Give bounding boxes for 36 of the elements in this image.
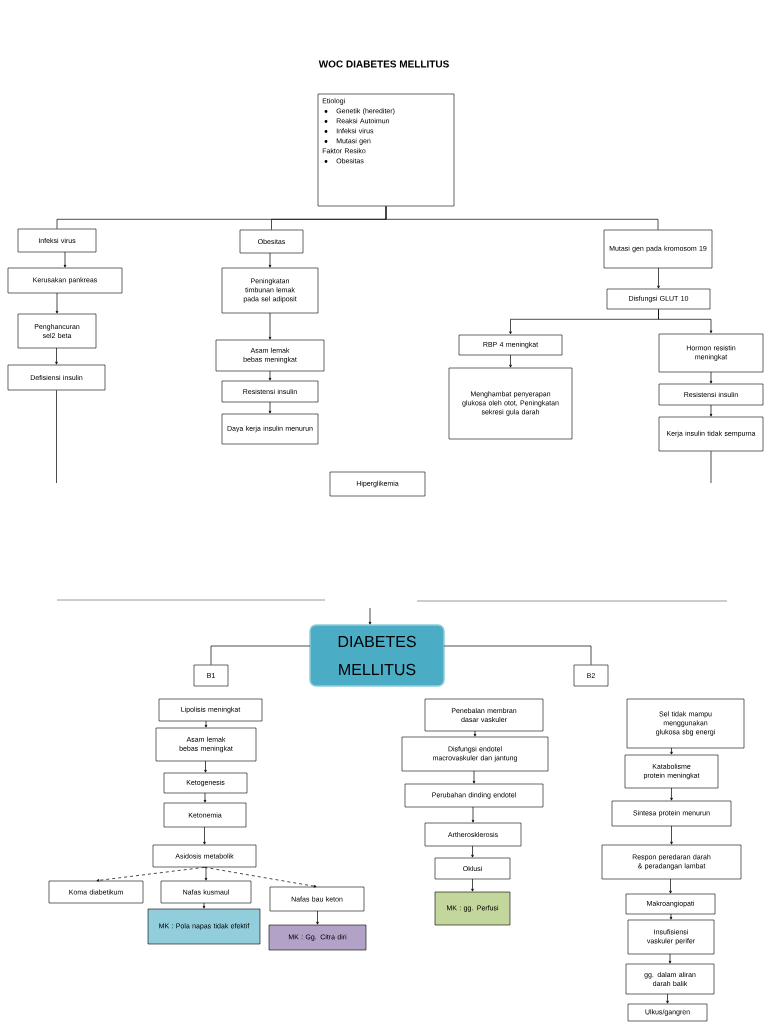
arrow — [204, 760, 207, 773]
title-box: DIABETES MELLITUS — [309, 624, 445, 687]
arrow — [63, 251, 67, 268]
arrow — [268, 401, 272, 414]
arrow — [268, 252, 272, 268]
arrow — [204, 720, 208, 728]
arrow — [471, 845, 474, 858]
arrow — [204, 866, 317, 888]
arrow — [471, 806, 475, 823]
arrow — [509, 354, 512, 368]
arrow — [55, 347, 58, 365]
arrow — [670, 787, 673, 801]
arrow — [203, 792, 207, 803]
arrow — [203, 826, 206, 845]
arrow — [670, 747, 673, 755]
arrow — [473, 730, 477, 737]
arrow — [316, 910, 319, 925]
arrow — [55, 292, 59, 314]
arrow — [658, 308, 713, 334]
arrow — [670, 825, 673, 845]
arrow — [709, 371, 713, 384]
arrow — [669, 878, 672, 894]
arrow — [666, 993, 669, 1004]
arrow — [268, 370, 272, 381]
arrow — [96, 866, 205, 882]
arrow — [368, 607, 372, 625]
arrow — [204, 866, 208, 881]
arrow — [202, 902, 206, 909]
arrow — [657, 267, 660, 289]
arrow — [268, 312, 272, 340]
title: WOC DIABETES MELLITUS — [318, 60, 449, 68]
arrow — [668, 953, 672, 964]
arrow — [709, 404, 713, 417]
arrow — [472, 770, 476, 784]
arrow — [669, 913, 673, 920]
arrow — [471, 878, 474, 892]
